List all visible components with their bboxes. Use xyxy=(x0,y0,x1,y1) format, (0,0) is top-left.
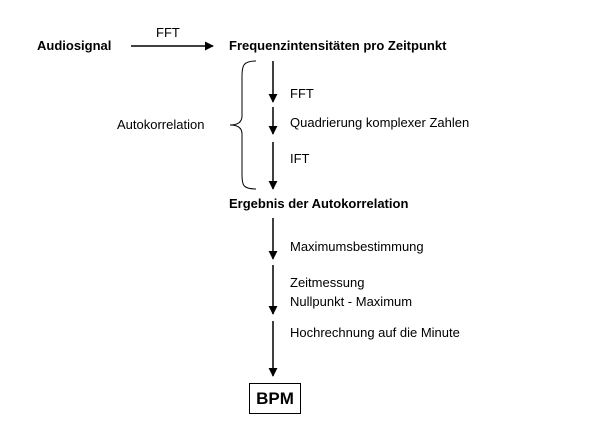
step-nullpunkt-maximum: Nullpunkt - Maximum xyxy=(290,294,413,309)
node-ergebnis-autokorrelation: Ergebnis der Autokorrelation xyxy=(229,196,409,211)
node-bpm-label: BPM xyxy=(256,388,294,408)
step-hochrechnung: Hochrechnung auf die Minute xyxy=(290,325,460,340)
autocorr-step-quadrierung: Quadrierung komplexer Zahlen xyxy=(290,115,470,130)
autocorr-step-ift: IFT xyxy=(290,151,310,166)
node-audiosignal: Audiosignal xyxy=(37,38,112,53)
autocorr-step-fft: FFT xyxy=(290,86,314,101)
node-bpm-box: BPM xyxy=(249,383,301,414)
step-maximumsbestimmung: Maximumsbestimmung xyxy=(290,239,424,254)
step-zeitmessung: Zeitmessung xyxy=(290,275,365,290)
autocorrelation-label: Autokorrelation xyxy=(117,117,205,132)
autocorrelation-brace xyxy=(229,60,257,190)
node-frequenzintensitaeten: Frequenzintensitäten pro Zeitpunkt xyxy=(229,38,447,53)
edge-label-fft: FFT xyxy=(156,25,180,40)
